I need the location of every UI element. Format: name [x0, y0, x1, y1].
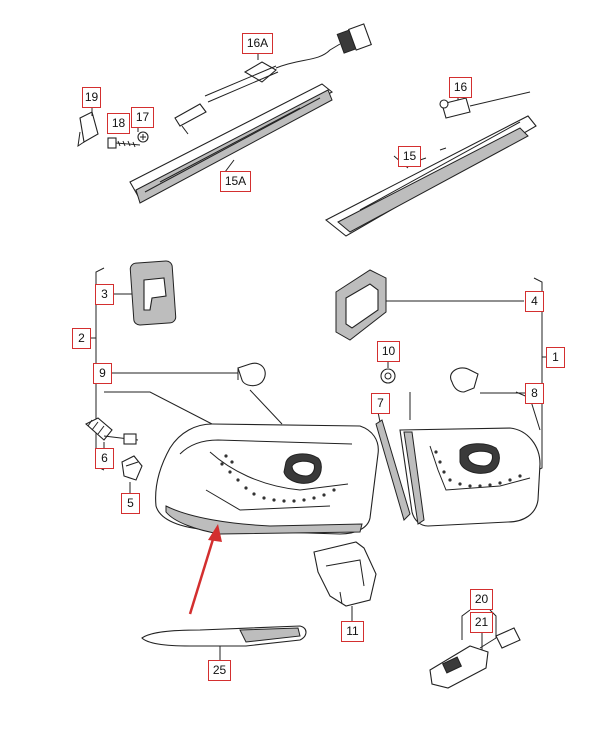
label-15: 15	[398, 146, 421, 167]
tail-light-left	[155, 423, 379, 535]
label-9: 9	[93, 363, 112, 384]
label-16a: 16A	[242, 33, 273, 54]
bulb-8	[450, 367, 479, 393]
label-10: 10	[377, 341, 400, 362]
clip-19	[77, 111, 99, 148]
label-17: 17	[131, 107, 154, 128]
brake-light-15a	[129, 23, 372, 204]
bulb-9	[237, 362, 266, 387]
label-2: 2	[72, 328, 91, 349]
label-3: 3	[95, 284, 114, 305]
clip-10	[380, 368, 396, 384]
reflector-25	[141, 625, 307, 647]
label-16: 16	[449, 77, 472, 98]
label-1: 1	[546, 347, 565, 368]
label-8: 8	[525, 383, 544, 404]
label-19: 19	[82, 87, 101, 108]
label-15a: 15A	[220, 171, 251, 192]
label-20: 20	[470, 589, 493, 610]
label-7: 7	[371, 393, 390, 414]
label-5: 5	[121, 493, 140, 514]
label-6: 6	[95, 448, 114, 469]
gasket-3	[129, 260, 177, 326]
label-11: 11	[341, 621, 364, 642]
leader-left-top	[104, 391, 213, 425]
label-18: 18	[107, 113, 130, 134]
bracket-11	[313, 541, 377, 607]
gasket-4	[335, 269, 387, 341]
brake-light-15	[324, 115, 537, 237]
license-light-20	[429, 627, 521, 689]
label-21: 21	[470, 612, 493, 633]
tail-light-left-leds	[220, 454, 336, 503]
label-4: 4	[525, 291, 544, 312]
red-arrow	[188, 524, 222, 615]
leader-left-top2	[249, 389, 283, 425]
label-25: 25	[208, 660, 231, 681]
bulb-holder-6	[85, 417, 139, 445]
screw-18	[107, 137, 141, 149]
screw-17	[137, 131, 149, 143]
clip-5	[121, 455, 143, 481]
tail-light-right-leds	[434, 450, 522, 488]
